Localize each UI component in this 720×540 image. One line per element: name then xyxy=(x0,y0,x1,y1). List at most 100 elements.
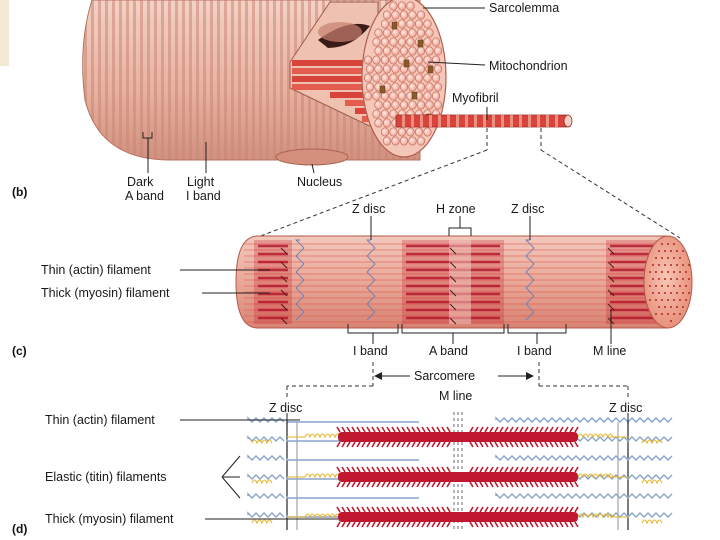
myosin-head xyxy=(484,521,489,528)
myofibril-cross-section xyxy=(391,10,400,20)
myofibril-cross-section xyxy=(391,46,400,56)
myosin-head xyxy=(484,481,489,488)
thick-filament-label-d: Thick (myosin) filament xyxy=(45,512,174,526)
myofibril-cross-section xyxy=(389,91,398,101)
myosin-head xyxy=(446,426,451,433)
titin-coil xyxy=(577,513,614,519)
end-cap-dot xyxy=(664,292,666,294)
myosin-head xyxy=(499,521,504,528)
m-line-mark xyxy=(449,289,457,297)
myofibril-band xyxy=(519,115,522,127)
myofibril-cross-section xyxy=(372,109,381,119)
myosin-head xyxy=(436,466,441,473)
myosin-head xyxy=(569,466,574,473)
nucleus-inside xyxy=(318,22,362,42)
myofibril-cross-section xyxy=(382,64,392,74)
end-cap-dot xyxy=(682,278,684,280)
myosin-head xyxy=(544,521,549,528)
myosin-head xyxy=(346,426,351,433)
myofibril-cross-section xyxy=(382,118,392,128)
myosin-head xyxy=(479,506,484,513)
myofibril-cross-section xyxy=(382,100,392,110)
z-disc-label-right-c: Z disc xyxy=(511,202,544,216)
myosin-head xyxy=(376,466,381,473)
myosin-head xyxy=(411,481,416,488)
m-line-mark xyxy=(607,275,615,283)
m-line-label-d: M line xyxy=(439,389,472,403)
myofibril-cross-section xyxy=(389,55,398,65)
myosin-head xyxy=(574,426,579,433)
myofibril-cross-section xyxy=(408,46,417,56)
mitochondrion-speck xyxy=(427,65,434,74)
myosin-head xyxy=(559,521,564,528)
myosin-head xyxy=(381,441,386,448)
myosin-head xyxy=(356,426,361,433)
myofibril-cross-section xyxy=(397,127,407,137)
myosin-head xyxy=(479,466,484,473)
myosin-head xyxy=(559,481,564,488)
myosin-head xyxy=(564,466,569,473)
myosin-head xyxy=(436,481,441,488)
myosin-head xyxy=(371,521,376,528)
myosin-head xyxy=(564,441,569,448)
myosin-head xyxy=(469,426,474,433)
z-disc-label-right-d: Z disc xyxy=(609,401,642,415)
myosin-head xyxy=(381,506,386,513)
myofibril-cross-section xyxy=(423,73,432,83)
myofibril-cross-section xyxy=(414,19,424,29)
myosin-head xyxy=(341,521,346,528)
end-cap-dot xyxy=(658,278,660,280)
myosin-head xyxy=(416,481,421,488)
myofibril-cross-section xyxy=(382,10,392,20)
end-cap-dot xyxy=(649,285,651,287)
myosin-head xyxy=(361,426,366,433)
myosin-head xyxy=(574,441,579,448)
end-cap-dot xyxy=(649,299,651,301)
myosin-head xyxy=(519,521,524,528)
end-cap-dot xyxy=(679,299,681,301)
myofibril-cross-section xyxy=(408,100,417,110)
end-cap-dot xyxy=(679,257,681,259)
myosin-head xyxy=(479,441,484,448)
myosin-head xyxy=(421,481,426,488)
myosin-head xyxy=(564,426,569,433)
actin-filament xyxy=(627,436,673,443)
end-cap-dot xyxy=(682,292,684,294)
myosin-head xyxy=(569,506,574,513)
myofibril-cross-section xyxy=(372,91,381,101)
myosin-head xyxy=(474,481,479,488)
myosin-head xyxy=(441,481,446,488)
m-line-mark xyxy=(449,275,457,283)
myosin-head xyxy=(406,521,411,528)
actin-filament xyxy=(627,417,673,424)
myofibril-cross-section xyxy=(423,91,432,101)
myosin-head xyxy=(421,441,426,448)
actin-filament xyxy=(247,492,285,499)
myofibril-cross-section xyxy=(374,64,383,74)
myosin-head xyxy=(504,506,509,513)
myofibril-cross-section xyxy=(397,19,407,29)
myofibril-end xyxy=(563,114,573,128)
myofibril-cross-section xyxy=(389,1,398,11)
nucleus-shape xyxy=(275,148,349,166)
myosin-head xyxy=(381,426,386,433)
m-line-mark xyxy=(280,303,288,311)
end-cap-dot xyxy=(655,257,657,259)
myosin-head xyxy=(549,521,554,528)
myosin-head xyxy=(366,466,371,473)
myosin-head xyxy=(351,441,356,448)
dark-label: Dark xyxy=(127,175,154,189)
end-cap-dot xyxy=(652,292,654,294)
thin-filament-label-d: Thin (actin) filament xyxy=(45,413,155,427)
myosin-head xyxy=(446,521,451,528)
myosin-head xyxy=(549,506,554,513)
myofibril-cross-section xyxy=(408,28,417,38)
myosin-head xyxy=(366,521,371,528)
myosin-head xyxy=(391,426,396,433)
myosin-head xyxy=(529,481,534,488)
cylinder-end-dots xyxy=(649,243,690,322)
myosin-head xyxy=(524,481,529,488)
myosin-head xyxy=(509,481,514,488)
myofibril-cross-section xyxy=(399,136,409,146)
myosin-head xyxy=(401,426,406,433)
